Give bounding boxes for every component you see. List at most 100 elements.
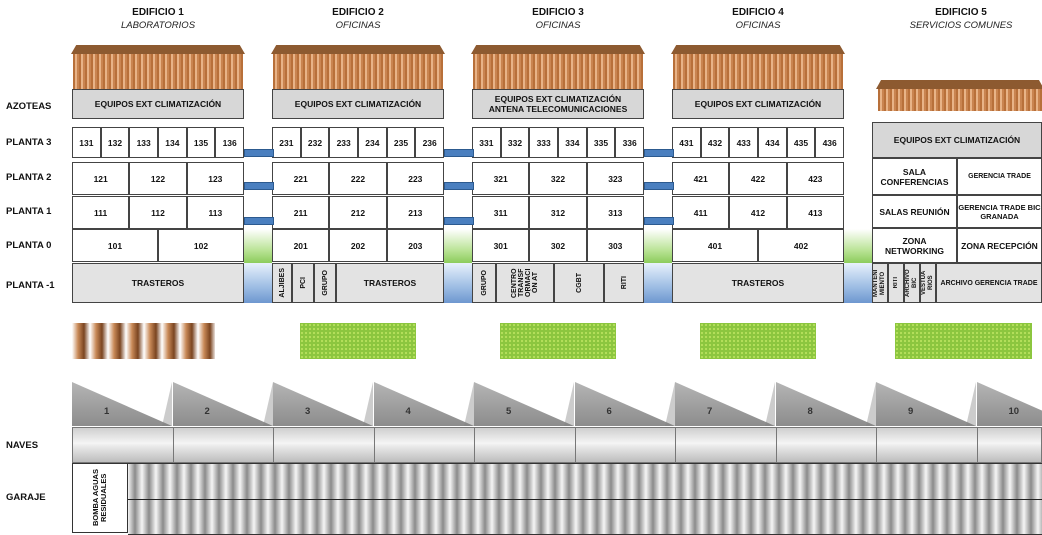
room-cell: 411 [672,196,729,229]
storage-cell-label: TRASTEROS [364,278,416,288]
nave-divider [374,427,375,463]
roof-equipment-label: EQUIPOS EXT CLIMATIZACIÓN [95,99,221,109]
building-subtitle: OFICINAS [472,19,644,32]
utility-cell: GRUPO [314,263,336,303]
shed-roof [374,382,474,426]
pattern-green-4 [700,323,816,359]
room-cell-label: 331 [479,138,493,148]
nave-number: 6 [607,406,612,417]
utility-cell: PCI [292,263,314,303]
blue-column [844,263,872,303]
room-cell: 423 [787,162,844,195]
room-cell-label: 411 [694,208,708,218]
utility-cell: VESTUA RIOS [920,263,936,303]
blue-column [244,263,272,303]
room-cell-label: ZONA NETWORKING [873,236,956,256]
room-cell: 402 [758,229,844,262]
utility-cell: MANTENI MIENTO [872,263,888,303]
nave-number: 8 [808,406,813,417]
utility-cell-label: RITI [621,276,628,289]
room-cell: 336 [615,127,644,158]
building-1-header: EDIFICIO 1 LABORATORIOS [72,6,244,32]
storage-cell-label: TRASTEROS [132,278,184,288]
utility-cell-label: RITI [893,277,900,288]
connector-bar [644,217,674,225]
room-cell: ZONA RECEPCIÓN [957,228,1042,263]
utility-cell: CENTRO TRANSF ORMACI ÓN AT [496,263,554,303]
row-label-naves: NAVES [6,440,38,451]
room-cell-label: 203 [408,241,422,251]
room-cell: 101 [72,229,158,262]
nave-divider [575,427,576,463]
room-cell-label: 113 [208,208,222,218]
room-cell: 121 [72,162,129,195]
room-cell: 131 [72,127,101,158]
building-subtitle: SERVICIOS COMUNES [880,19,1042,32]
storage-cell: TRASTEROS [72,263,244,303]
room-cell-label: 223 [408,174,422,184]
building-2-header: EDIFICIO 2 OFICINAS [272,6,444,32]
room-cell: 432 [701,127,730,158]
roof-equipment: EQUIPOS EXT CLIMATIZACIÓN [72,89,244,119]
room-cell-label: 221 [294,174,308,184]
room-cell-label: 222 [351,174,365,184]
connector-bar [444,182,474,190]
room-cell: 333 [529,127,558,158]
room-cell-label: 313 [608,208,622,218]
room-cell-label: 433 [737,138,751,148]
nave-number: 10 [1009,406,1020,417]
shed-roof [575,382,675,426]
row-label-planta-3: PLANTA 3 [6,137,51,148]
room-cell-label: 212 [351,208,365,218]
green-column [644,229,672,263]
room-cell-label: 232 [308,138,322,148]
room-cell-label: 211 [294,208,308,218]
room-cell: 202 [329,229,386,262]
building-4-header: EDIFICIO 4 OFICINAS [672,6,844,32]
room-cell-label: 201 [294,241,308,251]
room-cell-label: 432 [708,138,722,148]
room-cell: 203 [387,229,444,262]
room-cell-label: 412 [751,208,765,218]
room-cell: 401 [672,229,758,262]
utility-cell-label: CGBT [576,273,583,293]
room-cell: 122 [129,162,186,195]
room-cell-label: 234 [365,138,379,148]
room-cell: 436 [815,127,844,158]
nave-number: 2 [205,406,210,417]
room-cell-label: 423 [808,174,822,184]
room-cell: 223 [387,162,444,195]
room-cell-label: 332 [508,138,522,148]
room-cell: 213 [387,196,444,229]
room-cell-label: 333 [537,138,551,148]
roof-equipment: EQUIPOS EXT CLIMATIZACIÓN [272,89,444,119]
room-cell: 134 [158,127,187,158]
room-cell-label: 302 [551,241,565,251]
green-column [444,229,472,263]
naves-band [72,427,1042,463]
garage-pump-cell: BOMBA AGUAS RESIDUALES [72,463,128,533]
room-cell-label: 336 [623,138,637,148]
room-cell: 113 [187,196,244,229]
room-cell-label: 135 [194,138,208,148]
room-cell: 334 [558,127,587,158]
roof-equipment: EQUIPOS EXT CLIMATIZACIÓN [672,89,844,119]
room-cell: SALA CONFERENCIAS [872,158,957,195]
room-cell: 301 [472,229,529,262]
connector-bar [644,182,674,190]
room-cell: SALAS REUNIÓN [872,195,957,228]
connector-bar [244,182,274,190]
room-cell: 332 [501,127,530,158]
room-cell-label: GERENCIA TRADE BIC GRANADA [958,203,1041,221]
room-cell-label: 413 [808,208,822,218]
room-cell: 236 [415,127,444,158]
nave-number: 1 [104,406,109,417]
room-cell: 323 [587,162,644,195]
room-cell-label: 301 [494,241,508,251]
roof-equipment-label: EQUIPOS EXT CLIMATIZACIÓN [495,94,621,104]
row-label-planta-m1: PLANTA -1 [6,280,55,291]
shed-roof [173,382,273,426]
utility-cell: GRUPO [472,263,496,303]
room-cell-label: 111 [94,208,107,218]
nave-divider [173,427,174,463]
